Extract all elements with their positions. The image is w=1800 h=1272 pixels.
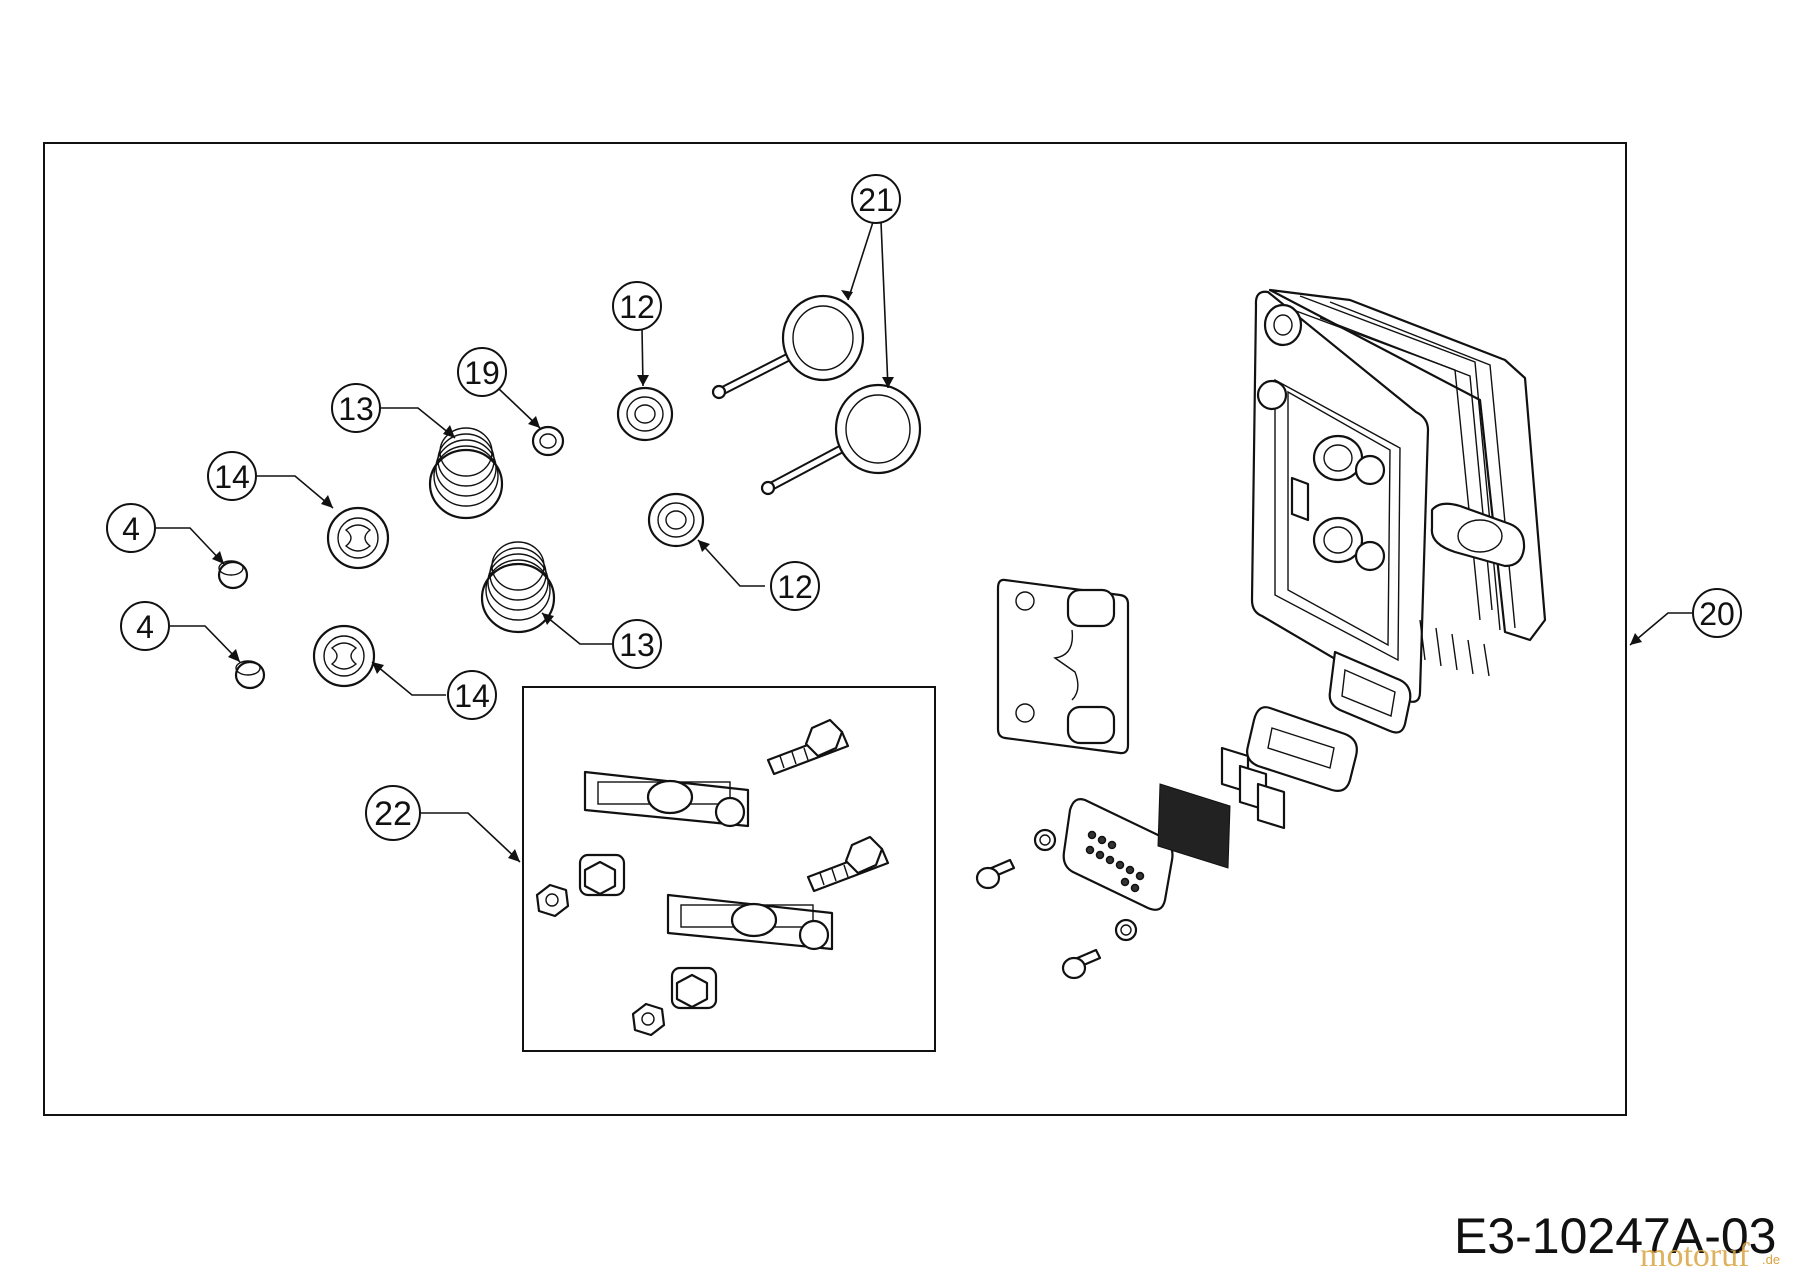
callout-label: 14 xyxy=(214,459,250,495)
callout-14-upper: 14 xyxy=(207,451,257,501)
callout-label: 21 xyxy=(858,182,894,218)
diagram-frame xyxy=(43,142,1627,1116)
intake-valve xyxy=(711,294,865,400)
spring-seat-upper xyxy=(326,506,390,570)
valve-spring-lower xyxy=(480,541,556,634)
breather-cover xyxy=(1062,798,1174,911)
breather-gasket xyxy=(1246,706,1358,792)
rocker-stud-lower xyxy=(806,835,890,893)
watermark-suffix: .de xyxy=(1762,1252,1780,1267)
breather-reed-valves xyxy=(1220,746,1286,830)
rocker-stud-upper xyxy=(766,718,850,776)
callout-19: 19 xyxy=(457,347,507,397)
callout-label: 22 xyxy=(374,795,412,833)
cylinder-head xyxy=(1250,288,1547,734)
callout-label: 13 xyxy=(338,391,374,427)
leader-lines xyxy=(155,221,1692,863)
callout-14-lower: 14 xyxy=(447,670,497,720)
valve-spring-retainer-lower xyxy=(647,492,705,548)
breather-washer-lower xyxy=(1114,918,1138,942)
callout-label: 13 xyxy=(619,627,655,663)
rocker-assembly-box xyxy=(522,686,936,1052)
jam-nut-upper xyxy=(535,883,570,918)
breather-washer-upper xyxy=(1033,828,1057,852)
pivot-ball-lower xyxy=(670,966,718,1010)
breather-screw-lower xyxy=(1061,948,1102,980)
breather-filter-mesh xyxy=(1157,783,1231,869)
callout-label: 12 xyxy=(619,289,655,325)
exhaust-valve xyxy=(760,383,922,496)
rocker-arm-upper xyxy=(583,770,750,828)
callout-12-upper: 12 xyxy=(612,281,662,331)
rocker-arm-lower xyxy=(666,893,834,951)
callout-21: 21 xyxy=(851,174,901,224)
callout-label: 14 xyxy=(454,678,490,714)
motoruf-watermark-logo: motoruf .de xyxy=(1640,1237,1780,1272)
jam-nut-lower xyxy=(631,1002,666,1037)
callout-label: 12 xyxy=(777,569,813,605)
callout-22: 22 xyxy=(365,785,421,841)
callout-12-lower: 12 xyxy=(770,561,820,611)
breather-gasket-plate xyxy=(996,578,1130,755)
valve-spring-retainer-upper xyxy=(616,386,674,442)
watermark-brand: motoruf xyxy=(1640,1237,1750,1272)
callout-label: 20 xyxy=(1699,596,1735,632)
valve-cap-lower xyxy=(234,660,266,690)
breather-screw-upper xyxy=(975,858,1016,890)
valve-stem-seal xyxy=(531,425,565,457)
callout-20: 20 xyxy=(1692,588,1742,638)
callout-label: 19 xyxy=(464,355,500,391)
callout-label: 4 xyxy=(122,511,140,547)
callout-4-upper: 4 xyxy=(106,503,156,553)
callout-4-lower: 4 xyxy=(120,601,170,651)
callout-label: 4 xyxy=(136,609,154,645)
valve-spring-upper xyxy=(428,427,504,520)
spring-seat-lower xyxy=(312,624,376,688)
callout-13-lower: 13 xyxy=(612,619,662,669)
pivot-ball-upper xyxy=(578,853,626,897)
callout-13-upper: 13 xyxy=(331,383,381,433)
drawing-code: E3-10247A-03 xyxy=(1454,1208,1776,1264)
valve-cap-upper xyxy=(217,560,249,590)
